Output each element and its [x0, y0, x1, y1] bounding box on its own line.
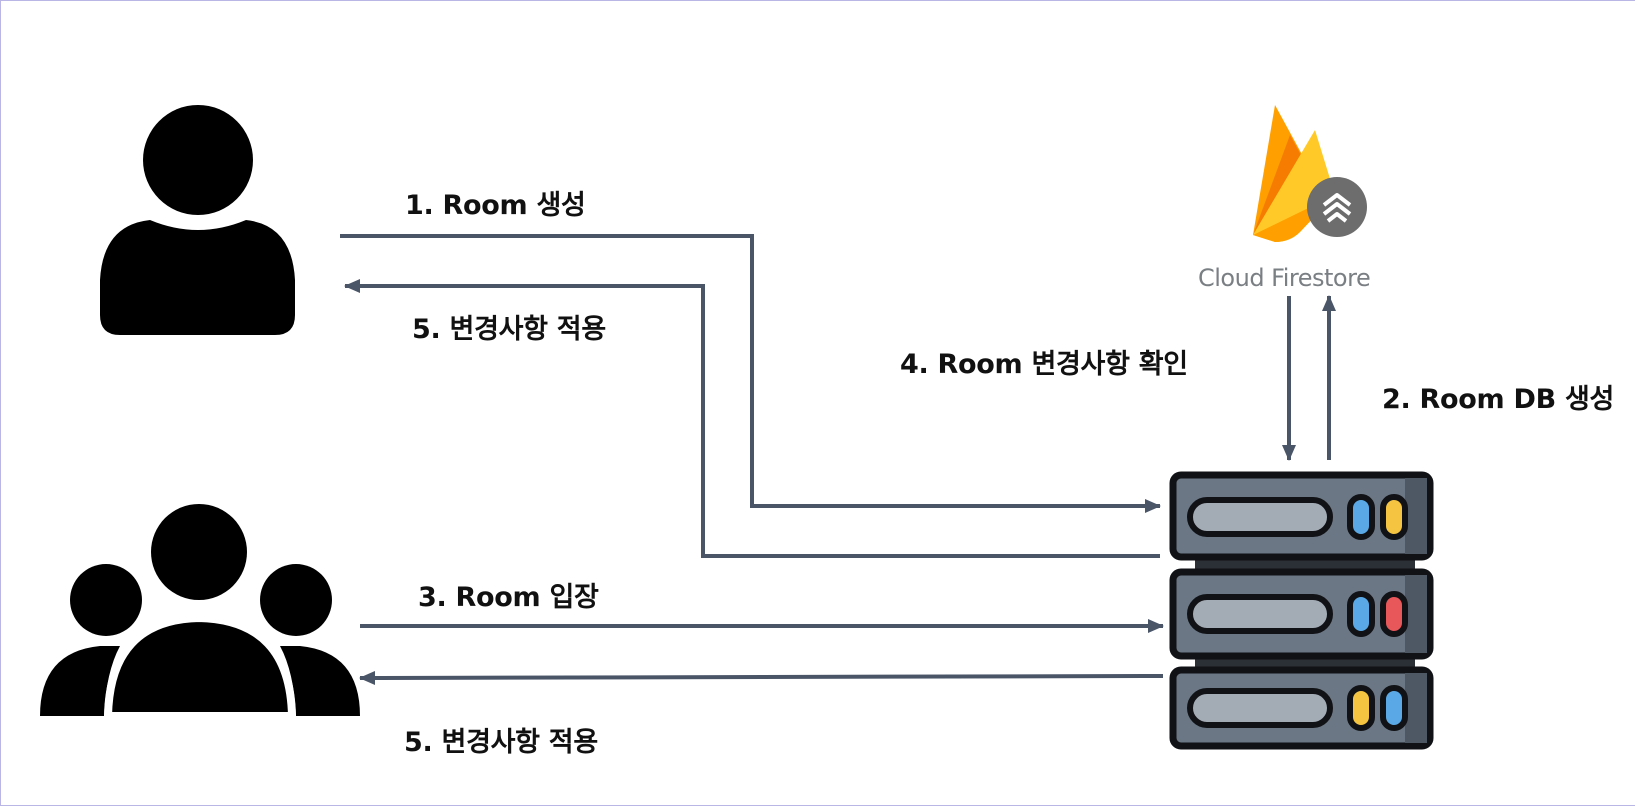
label-step5-host: 5. 변경사항 적용	[412, 314, 606, 345]
label-step2: 2. Room DB 생성	[1382, 384, 1615, 415]
single-user-icon	[100, 105, 295, 335]
server-rack-icon	[1169, 471, 1434, 750]
label-step4: 4. Room 변경사항 확인	[900, 349, 1188, 380]
label-step5-guests: 5. 변경사항 적용	[404, 727, 598, 758]
arrow-step5-guests-apply	[359, 670, 1164, 685]
firebase-flame-icon	[1253, 105, 1367, 242]
label-step3: 3. Room 입장	[418, 582, 599, 613]
arrow-step5-host-apply	[344, 279, 1160, 558]
firestore-name: Cloud Firestore	[1198, 264, 1371, 292]
server-unit-1	[1169, 471, 1434, 561]
arrow-step1-create-room	[340, 234, 1161, 513]
server-unit-2	[1169, 568, 1434, 660]
label-step1: 1. Room 생성	[405, 190, 586, 221]
user-group-icon	[40, 504, 360, 720]
server-unit-3	[1169, 666, 1434, 750]
